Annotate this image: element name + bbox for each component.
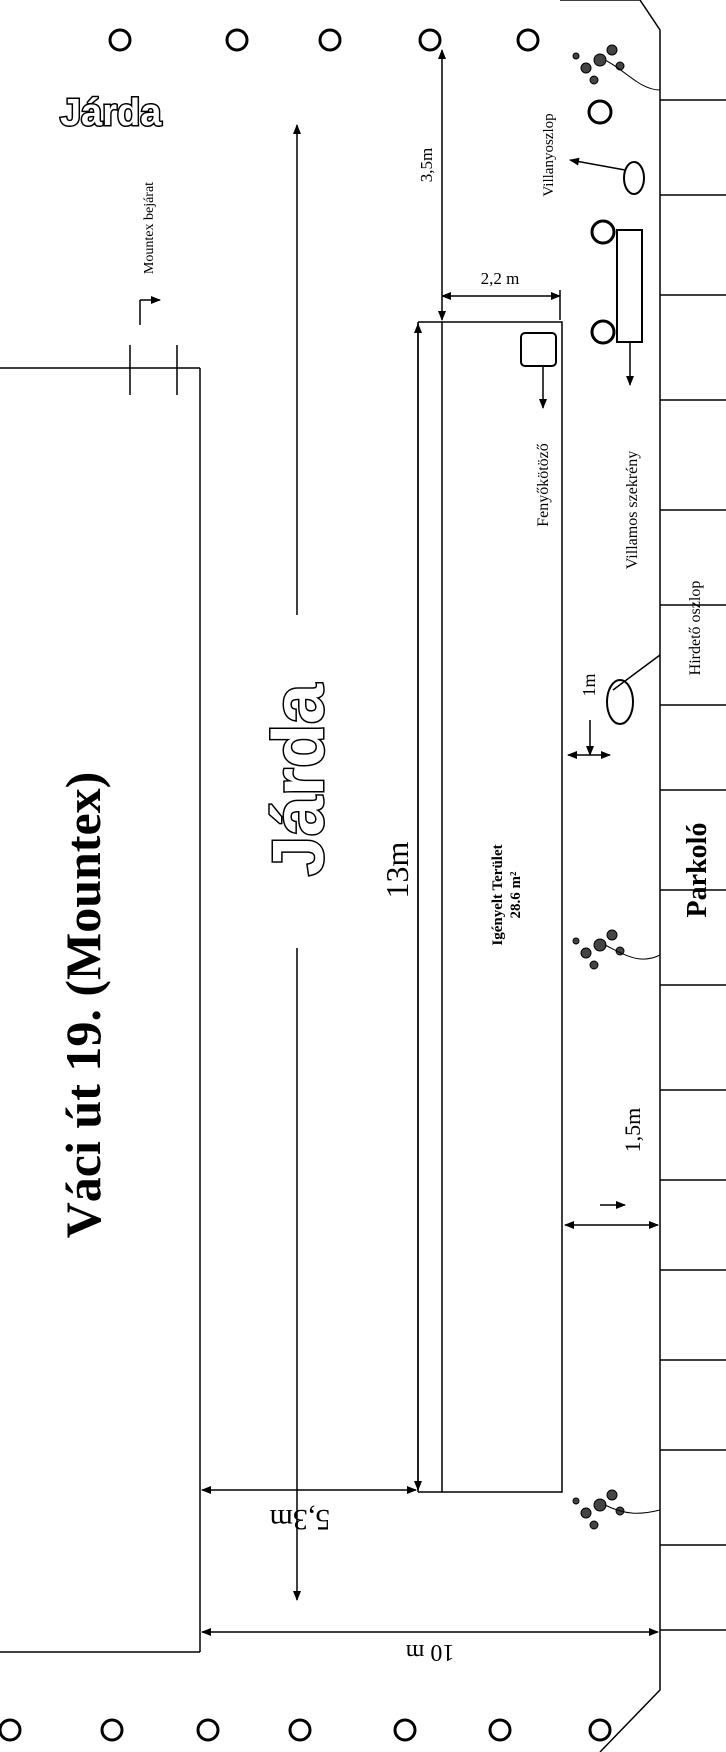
post-circle-icon — [0, 1718, 22, 1742]
post-circle-icon — [590, 319, 616, 345]
pole-label: Villanyoszlop — [541, 113, 557, 196]
ad-pillar-label: Hirdető oszlop — [687, 581, 704, 676]
post-circle-icon — [100, 1718, 124, 1742]
dim-1-5-label: 1,5m — [620, 1108, 645, 1153]
dim-10-label: 10 m — [405, 1639, 454, 1665]
dim-2-2-label: 2,2 m — [481, 269, 520, 288]
post-circle-icon — [590, 219, 616, 245]
tree-icon — [572, 1489, 661, 1530]
dim-3-5-label: 3,5m — [417, 148, 436, 182]
ad-pillar-ellipse — [606, 679, 634, 725]
photocopier-box — [520, 332, 557, 367]
parking-edge — [560, 0, 726, 1752]
dim-13-label: 13m — [379, 841, 415, 898]
trees — [572, 44, 661, 1530]
post-circle-icon — [318, 28, 342, 52]
post-circle-icon — [516, 28, 540, 52]
post-circle-icon — [196, 1718, 220, 1742]
area-label: Igényelt Terület — [490, 844, 506, 945]
tree-icon — [572, 44, 661, 91]
address-title: Váci út 19. (Mountex) — [55, 772, 111, 1239]
parking-label: Parkoló — [682, 823, 713, 918]
post-circle-icon — [588, 1718, 612, 1742]
dim-1-label: 1m — [579, 673, 599, 696]
post-circle-icon — [587, 99, 613, 125]
area-value: 28.6 m² — [508, 871, 524, 918]
post-circle-icon — [108, 28, 132, 52]
post-circle-icon — [393, 1718, 417, 1742]
bollard-row-top — [108, 28, 540, 52]
post-circle-icon — [288, 1718, 312, 1742]
pole-ellipse — [623, 161, 645, 195]
sidewalk-top-label: Járda — [60, 92, 162, 134]
street-furniture — [520, 99, 661, 725]
entrance-label: Mountex bejárat — [142, 182, 157, 274]
cabinet-label: Villamos szekrény — [624, 451, 641, 570]
post-circle-icon — [418, 28, 442, 52]
post-circle-icon — [225, 28, 249, 52]
tree-icon — [572, 929, 661, 970]
post-circle-icon — [488, 1718, 512, 1742]
dim-5-3-label: 5,3m — [270, 1503, 331, 1536]
cabinet-box — [616, 229, 643, 343]
sidewalk-main-label: Járda — [259, 683, 339, 876]
building-wall — [0, 345, 201, 1653]
bollard-row-bottom — [0, 1718, 612, 1742]
photocopier-label: Fenyőkötöző — [535, 443, 552, 527]
dimension-lines — [139, 49, 659, 1636]
